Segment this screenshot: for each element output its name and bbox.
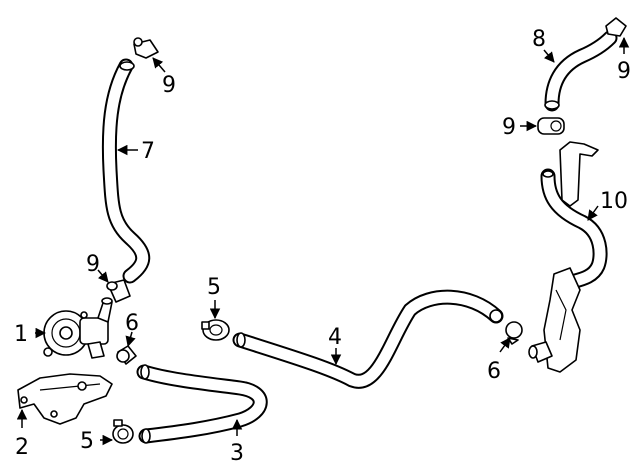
clamp-6-left xyxy=(116,345,137,365)
hose-4 xyxy=(232,289,504,389)
clamp-9-top-right xyxy=(605,17,627,37)
callout-6-right: 6 xyxy=(487,359,501,384)
clamp-5-upper xyxy=(201,319,230,341)
clamp-9-lower-left xyxy=(106,279,131,303)
callout-7: 7 xyxy=(141,139,155,164)
hose-8 xyxy=(544,30,618,112)
clamp-5-lower xyxy=(112,419,134,444)
callout-9-top-left: 9 xyxy=(162,73,176,98)
clamp-9-top-left xyxy=(133,37,159,59)
callout-3: 3 xyxy=(230,441,244,466)
leader-lines xyxy=(16,36,630,446)
hose-7 xyxy=(101,58,151,284)
hose-3 xyxy=(136,364,268,444)
pipe-assembly-10 xyxy=(528,141,608,373)
callout-5-upper: 5 xyxy=(207,275,221,300)
callout-8: 8 xyxy=(532,27,546,52)
callout-9-mid-right: 9 xyxy=(502,115,516,140)
callout-2: 2 xyxy=(15,435,29,460)
callout-9-lower-left: 9 xyxy=(86,252,100,277)
clamp-9-mid-right xyxy=(537,117,565,135)
bracket-2 xyxy=(17,373,113,425)
callout-4: 4 xyxy=(328,325,342,350)
callout-1: 1 xyxy=(14,322,28,347)
callout-6-left: 6 xyxy=(125,311,139,336)
callout-labels: 1 2 3 4 5 5 6 6 7 8 9 9 9 9 10 xyxy=(14,27,631,466)
callout-10: 10 xyxy=(600,189,628,214)
callout-9-top-right: 9 xyxy=(617,59,631,84)
callout-5-lower: 5 xyxy=(80,429,94,454)
water-pump-1 xyxy=(43,297,113,359)
